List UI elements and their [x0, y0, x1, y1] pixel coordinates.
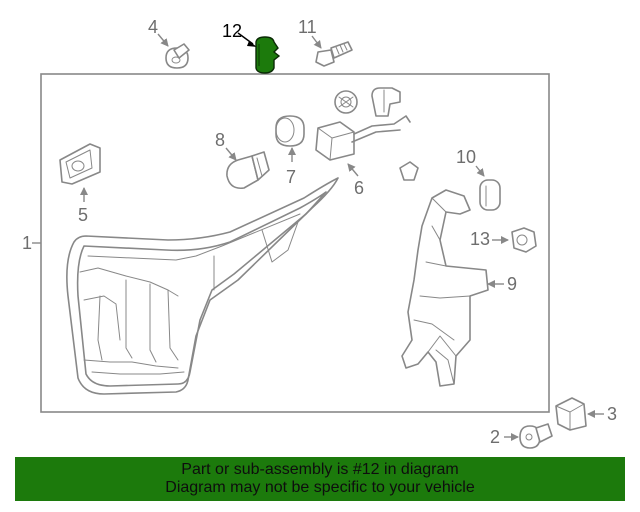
part-label-2[interactable]: 2 — [490, 427, 500, 447]
part-label-1[interactable]: 1 — [22, 233, 32, 253]
part-label-10[interactable]: 10 — [456, 147, 476, 167]
banner-line-1: Part or sub-assembly is #12 in diagram — [181, 461, 459, 478]
part-label-8[interactable]: 8 — [215, 130, 225, 150]
part-8-bulb[interactable]: 8 — [215, 130, 270, 190]
part-2-push-pin[interactable]: 2 — [490, 423, 553, 449]
part-label-13[interactable]: 13 — [470, 229, 490, 249]
part-label-11[interactable]: 11 — [298, 17, 317, 37]
part-label-7[interactable]: 7 — [286, 167, 296, 187]
part-label-12[interactable]: 12 — [222, 21, 242, 41]
part-11-bolt[interactable]: 11 — [298, 17, 353, 67]
parts-diagram: 1 4 12 11 8 7 — [22, 17, 617, 449]
part-3-clip[interactable]: 3 — [555, 397, 617, 431]
part-7-socket[interactable]: 7 — [275, 115, 305, 187]
wiring-grommet — [334, 90, 358, 114]
part-4-push-pin[interactable]: 4 — [148, 17, 190, 69]
part-9-bracket[interactable]: 9 — [401, 189, 517, 387]
wiring-clip — [371, 87, 401, 117]
lamp-housing — [66, 177, 339, 395]
part-label-4[interactable]: 4 — [148, 17, 158, 37]
part-label-9[interactable]: 9 — [507, 274, 517, 294]
part-5-bracket[interactable]: 5 — [59, 143, 101, 225]
banner-line-2: Diagram may not be specific to your vehi… — [165, 479, 475, 496]
part-6-connector[interactable]: 6 — [315, 115, 411, 198]
part-12-cap[interactable]: 12 — [222, 21, 281, 74]
retainer-clip — [399, 161, 419, 181]
part-10-pad[interactable]: 10 — [456, 147, 501, 211]
info-banner: Part or sub-assembly is #12 in diagram D… — [15, 457, 625, 501]
part-12-highlight[interactable] — [255, 36, 281, 74]
part-label-6[interactable]: 6 — [354, 178, 364, 198]
part-label-3[interactable]: 3 — [607, 404, 617, 424]
part-label-5[interactable]: 5 — [78, 205, 88, 225]
part-13-nut[interactable]: 13 — [470, 227, 537, 253]
